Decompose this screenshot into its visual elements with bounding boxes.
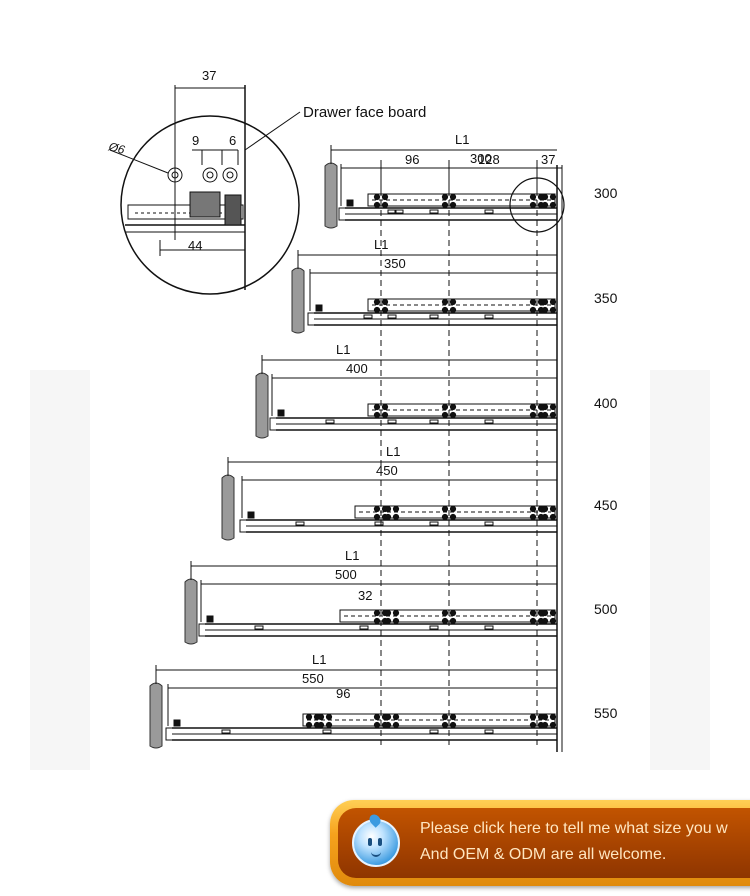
drawer-slide-diagram: L1300300L1350350L1400400L1450450L1500500…: [106, 68, 618, 752]
slide-row-450: [221, 457, 557, 541]
dim-6-detail: 6: [229, 133, 236, 148]
l1-label-450: L1: [386, 444, 400, 459]
slide-row-500: [184, 561, 557, 645]
size-label-500: 500: [594, 601, 618, 617]
size-label-400: 400: [594, 395, 618, 411]
dim-32-label: 32: [358, 588, 372, 603]
size-label-450: 450: [594, 497, 618, 513]
face-board: [221, 474, 235, 541]
face-board: [324, 162, 338, 229]
l1-label-500: L1: [345, 548, 359, 563]
slide-row-400: [255, 355, 557, 439]
water-drop-mascot-icon: [352, 812, 400, 867]
size-label-300: 300: [594, 185, 618, 201]
dim-44-detail: 44: [188, 238, 202, 253]
length-label-550: 550: [302, 671, 324, 686]
banner-inner-panel: [338, 808, 750, 878]
dim-96-bottom-label: 96: [336, 686, 350, 701]
dim-128-top: 128: [478, 152, 500, 167]
l1-label-400: L1: [336, 342, 350, 357]
length-label-300: 300: [470, 151, 492, 166]
dim-96-top: 96: [405, 152, 419, 167]
face-board: [291, 267, 305, 334]
background-band-left: [30, 370, 90, 770]
slide-row-350: [291, 250, 557, 334]
l1-label-300: L1: [455, 132, 469, 147]
length-label-400: 400: [346, 361, 368, 376]
length-label-450: 450: [376, 463, 398, 478]
length-label-500: 500: [335, 567, 357, 582]
face-board: [149, 682, 163, 749]
face-board: [255, 372, 269, 439]
dim-9-detail: 9: [192, 133, 199, 148]
detail-callout-circle: [509, 177, 565, 233]
l1-label-350: L1: [374, 237, 388, 252]
detail-magnifier-circle: [120, 115, 300, 295]
banner-text-line2: And OEM & ODM are all welcome.: [420, 846, 667, 863]
slide-row-550: [149, 665, 557, 749]
face-board: [184, 578, 198, 645]
banner-text-line1: Please click here to tell me what size y…: [420, 820, 728, 837]
l1-label-550: L1: [312, 652, 326, 667]
hole-diameter-label: Ø6: [106, 139, 126, 157]
dim-37-detail: 37: [202, 68, 216, 83]
background-band-right: [650, 370, 710, 770]
drawer-face-board-label: Drawer face board: [303, 104, 426, 121]
slide-row-300: [324, 145, 557, 229]
dim-37-top: 37: [541, 152, 555, 167]
size-label-550: 550: [594, 705, 618, 721]
size-request-banner[interactable]: Please click here to tell me what size y…: [330, 800, 750, 886]
length-label-350: 350: [384, 256, 406, 271]
size-label-350: 350: [594, 290, 618, 306]
